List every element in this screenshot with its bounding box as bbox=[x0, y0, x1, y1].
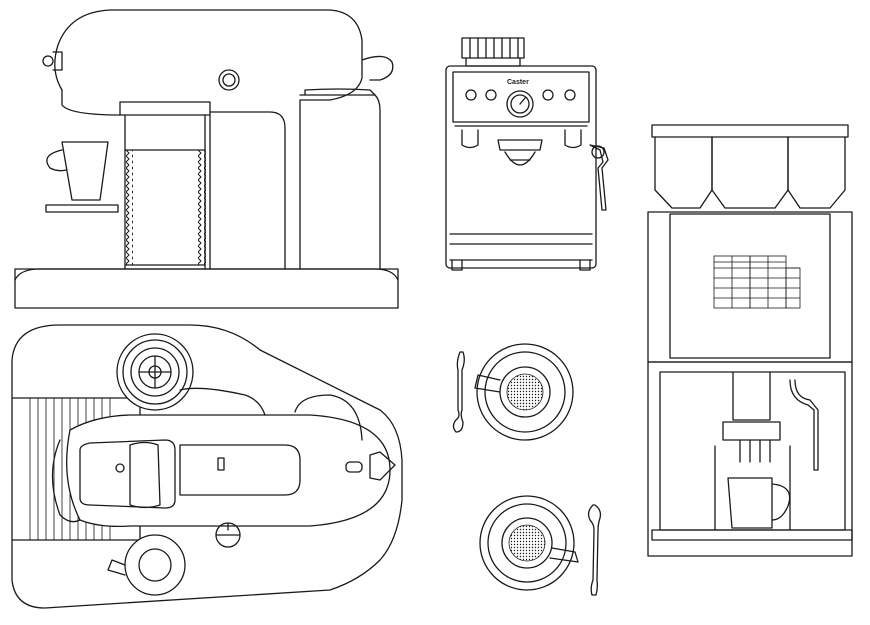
cup-icon bbox=[61, 141, 109, 201]
spoon-icon bbox=[587, 504, 602, 596]
espresso-machine-front-elevation: Caster bbox=[445, 37, 609, 271]
tank-handle bbox=[361, 55, 394, 81]
hopper-right bbox=[787, 136, 846, 209]
machine-housing bbox=[445, 65, 597, 269]
machine-body bbox=[54, 9, 363, 270]
front-knob-icon bbox=[42, 55, 54, 67]
dispenser-neck bbox=[732, 371, 771, 421]
drip-tray bbox=[651, 529, 853, 541]
saucer-icon bbox=[479, 495, 575, 591]
brand-label: Caster bbox=[507, 79, 529, 86]
plan-outline bbox=[11, 324, 403, 609]
milk-pipe bbox=[789, 379, 819, 471]
jug-grip bbox=[125, 150, 133, 265]
cup-handle bbox=[549, 547, 579, 563]
espresso-machine-top-plan bbox=[11, 324, 403, 609]
top-window-right bbox=[179, 444, 301, 496]
steam-wand bbox=[589, 144, 609, 211]
dispenser-head bbox=[722, 421, 781, 441]
automatic-coffee-machine-front-elevation bbox=[647, 124, 853, 557]
display-panel bbox=[669, 213, 831, 359]
machine-lower-body bbox=[647, 361, 853, 557]
coffee-surface bbox=[506, 373, 544, 411]
saucer-icon bbox=[476, 343, 574, 441]
hopper-lid bbox=[651, 124, 849, 138]
button-icon bbox=[485, 89, 497, 101]
hopper-left bbox=[654, 136, 713, 209]
portafilter bbox=[497, 139, 543, 151]
water-tank bbox=[299, 94, 381, 270]
spoon-icon bbox=[452, 351, 465, 433]
mug-icon bbox=[727, 477, 773, 529]
control-panel bbox=[452, 71, 590, 123]
coffee-cup-with-spoon-top-view bbox=[452, 343, 574, 441]
cup-plan-icon bbox=[124, 534, 186, 596]
button-icon bbox=[465, 89, 477, 101]
brew-basket bbox=[504, 151, 536, 166]
cup-tray bbox=[45, 204, 119, 213]
machine-base-plate bbox=[14, 268, 399, 309]
bean-hopper bbox=[461, 37, 525, 59]
espresso-machine-side-elevation bbox=[14, 9, 399, 309]
handle-icon bbox=[345, 461, 363, 473]
group-head-frame bbox=[61, 89, 211, 270]
button-icon bbox=[564, 89, 576, 101]
steam-knob-icon bbox=[591, 145, 605, 159]
hopper-middle bbox=[711, 136, 789, 209]
dial-icon bbox=[218, 69, 240, 91]
coffee-surface bbox=[508, 524, 546, 562]
button-icon bbox=[542, 89, 554, 101]
base-top-edge bbox=[14, 268, 399, 281]
pressure-gauge-icon bbox=[506, 90, 534, 118]
cup-handle bbox=[474, 374, 501, 393]
top-window-left bbox=[79, 439, 176, 509]
coffee-cup-with-spoon-top-view bbox=[479, 495, 602, 596]
display-menu-grid bbox=[713, 255, 801, 309]
